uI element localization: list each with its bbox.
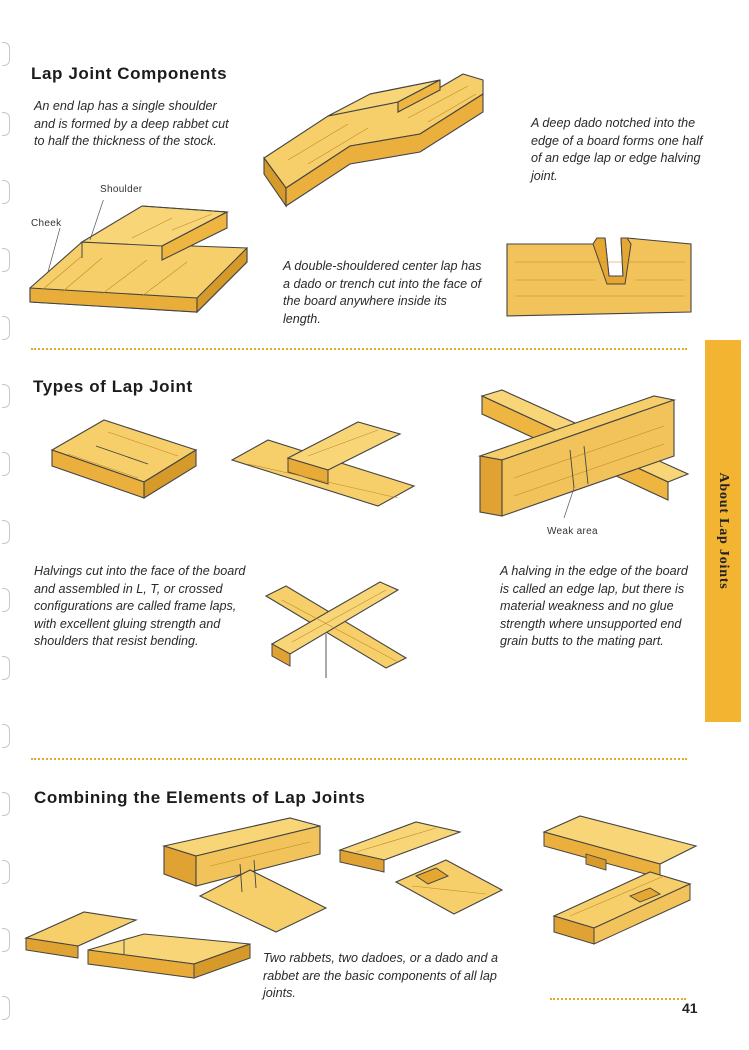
binding-ring [2, 520, 10, 544]
edge-dado-caption: A deep dado notched into the edge of a b… [531, 116, 703, 183]
binding-ring [2, 316, 10, 340]
end-lap-illustration [22, 200, 252, 340]
center-lap-illustration [258, 66, 488, 226]
edge-dado-illustration [505, 232, 695, 332]
footer-rule [550, 998, 686, 1000]
binding-ring [2, 860, 10, 884]
page-number: 41 [682, 1000, 698, 1016]
binding-ring [2, 42, 10, 66]
dado-pair-illustration [540, 812, 700, 962]
cheek-label: Cheek [31, 218, 62, 229]
weak-area-label: Weak area [547, 526, 598, 537]
section-divider [31, 348, 687, 350]
dado-rabbet-corner-illustration [336, 818, 506, 918]
binding-ring [2, 588, 10, 612]
binding-ring [2, 452, 10, 476]
binding-ring [2, 724, 10, 748]
rabbet-pair-illustration [24, 908, 254, 988]
spiral-binding [0, 20, 14, 1030]
binding-ring [2, 656, 10, 680]
edge-lap-illustration [474, 388, 694, 528]
binding-ring [2, 996, 10, 1020]
binding-ring [2, 792, 10, 816]
side-tab: About Lap Joints [705, 340, 741, 722]
binding-ring [2, 180, 10, 204]
edge-lap-caption: A halving in the edge of the board is ca… [500, 564, 688, 648]
section-divider [31, 758, 687, 760]
binding-ring [2, 112, 10, 136]
binding-ring [2, 248, 10, 272]
binding-ring [2, 384, 10, 408]
bridle-assembly-illustration [160, 814, 330, 934]
section-title-combining: Combining the Elements of Lap Joints [34, 788, 366, 807]
halvings-caption: Halvings cut into the face of the board … [34, 564, 246, 648]
section-title-types: Types of Lap Joint [33, 377, 193, 396]
cross-lap-illustration [262, 574, 412, 684]
binding-ring [2, 928, 10, 952]
shoulder-label: Shoulder [100, 184, 143, 195]
l-frame-lap-illustration [48, 410, 208, 510]
center-lap-caption: A double-shouldered center lap has a dad… [283, 259, 482, 326]
section-title-components: Lap Joint Components [31, 64, 228, 83]
end-lap-caption: An end lap has a single shoulder and is … [34, 99, 229, 148]
side-tab-label: About Lap Joints [716, 472, 731, 590]
basics-caption: Two rabbets, two dadoes, or a dado and a… [263, 951, 499, 1000]
t-frame-lap-illustration [228, 418, 418, 508]
